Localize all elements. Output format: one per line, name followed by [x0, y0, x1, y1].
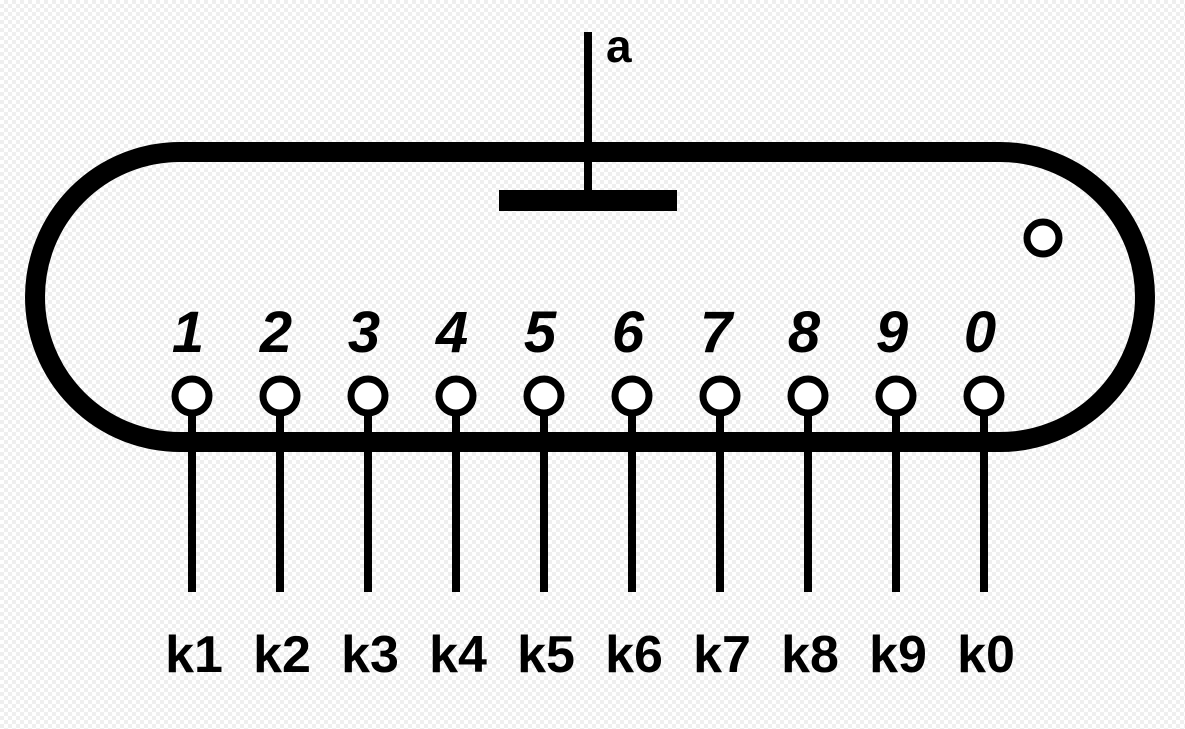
- cathode-label: k1: [165, 626, 223, 684]
- cathode-label: k8: [781, 626, 839, 684]
- cathode-label: k9: [869, 626, 927, 684]
- cathode-digit: 3: [348, 300, 380, 365]
- cathode-digit: 9: [876, 300, 908, 365]
- tube-envelope: [25, 142, 1155, 452]
- cathode-pin: [611, 375, 653, 417]
- cathode-pin: [171, 375, 213, 417]
- cathode-pin: [699, 375, 741, 417]
- cathode-label: k4: [429, 626, 487, 684]
- cathode-digit: 4: [435, 300, 468, 365]
- cathode-digit: 7: [700, 300, 735, 365]
- cathode-digit: 2: [259, 300, 292, 365]
- cathode-digit: 8: [788, 300, 821, 365]
- cathode-digit: 6: [612, 300, 645, 365]
- gas-fill-indicator: [1023, 218, 1063, 258]
- cathode-label: k7: [693, 626, 751, 684]
- cathode-label: k2: [253, 626, 311, 684]
- cathode-pin: [875, 375, 917, 417]
- cathode-pin: [259, 375, 301, 417]
- cathode-label: k6: [605, 626, 663, 684]
- cathode-pin: [435, 375, 477, 417]
- cathode-pin: [787, 375, 829, 417]
- cathode-digit: 1: [172, 300, 204, 365]
- anode-plate: [499, 190, 677, 211]
- cathode-digit: 5: [524, 300, 557, 365]
- cathode-label: k5: [517, 626, 575, 684]
- cathode-group: 1 k1 2 k2 3 k3 4 k4 5 k5 6 k6 7 k7 8 k8 9 k9 0 k0: [165, 300, 1015, 684]
- cathode-pin: [347, 375, 389, 417]
- cathode-digit: 0: [964, 300, 996, 365]
- anode-label: a: [606, 20, 632, 72]
- cathode-pin: [523, 375, 565, 417]
- cathode-label: k3: [341, 626, 399, 684]
- cathode-pin: [963, 375, 1005, 417]
- cathode-label: k0: [957, 626, 1015, 684]
